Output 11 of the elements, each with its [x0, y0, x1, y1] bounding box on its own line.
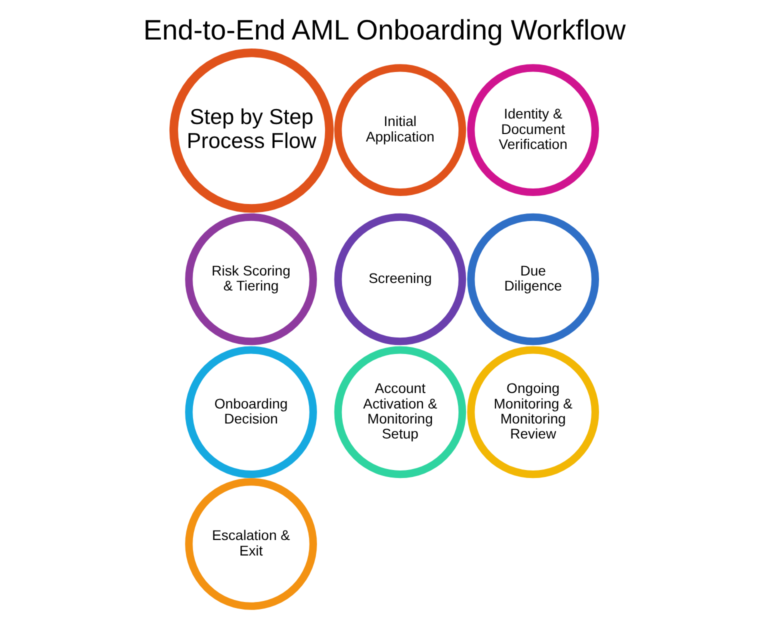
node-circle: Ongoing Monitoring & Monitoring Review	[466, 346, 599, 478]
node-circle: Identity & Document Verification	[466, 64, 599, 196]
node-circle: Due Diligence	[466, 213, 599, 346]
node-circle: Initial Application	[334, 64, 466, 196]
node-circle: Screening	[334, 213, 466, 346]
node-circle: Account Activation & Monitoring Setup	[334, 346, 466, 478]
node-circle: Onboarding Decision	[184, 346, 316, 478]
diagram-title: End-to-End AML Onboarding Workflow	[142, 14, 626, 46]
node-circle: Escalation & Exit	[184, 478, 316, 610]
node-circle: Step by Step Process Flow	[168, 48, 334, 213]
node-circle: Risk Scoring & Tiering	[184, 213, 316, 346]
